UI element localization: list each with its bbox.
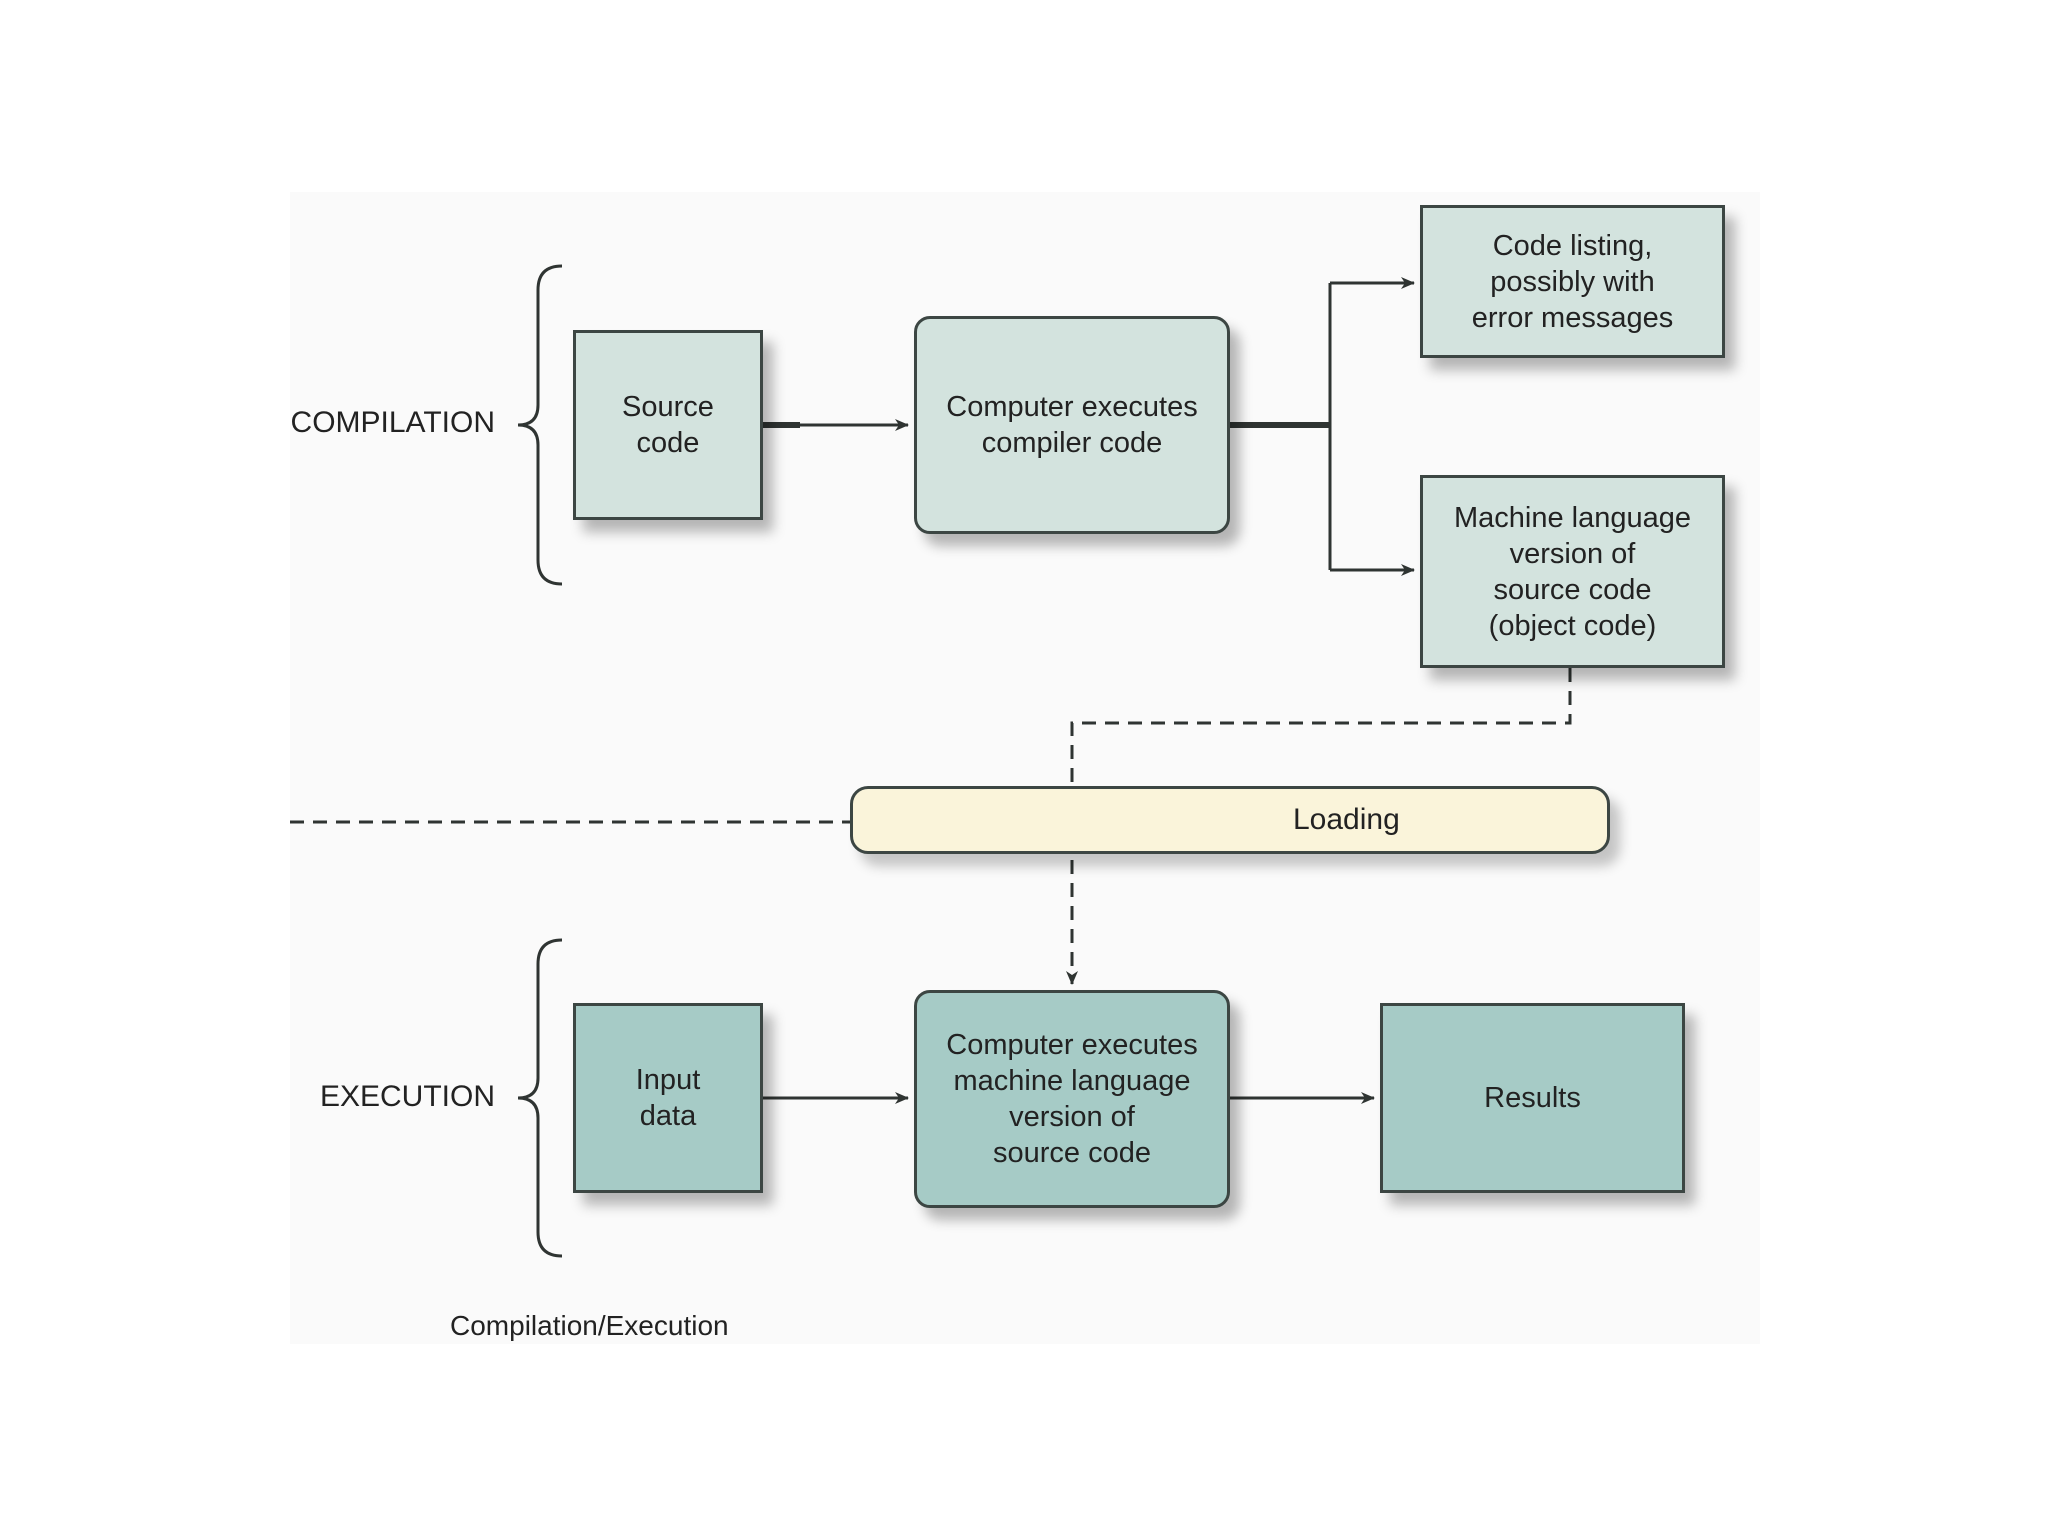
input-data-box: Input data [573, 1003, 763, 1193]
compilation-brace [517, 264, 563, 586]
figure-caption: Compilation/Execution [450, 1310, 729, 1341]
execution-label: EXECUTION [319, 1080, 495, 1113]
source-code-box: Source code [573, 330, 763, 520]
execute-machine-code-box: Computer executes machine language versi… [914, 990, 1230, 1208]
loading-bar: Loading [850, 786, 1610, 854]
code-listing-box: Code listing, possibly with error messag… [1420, 205, 1725, 358]
compilation-label: COMPILATION [290, 406, 495, 439]
loading-label: Loading [1293, 803, 1400, 836]
dashed-load-path [1066, 668, 1572, 985]
compiler-box: Computer executes compiler code [914, 316, 1230, 534]
execution-brace [517, 938, 563, 1258]
results-box: Results [1380, 1003, 1685, 1193]
object-code-box: Machine language version of source code … [1420, 475, 1725, 668]
